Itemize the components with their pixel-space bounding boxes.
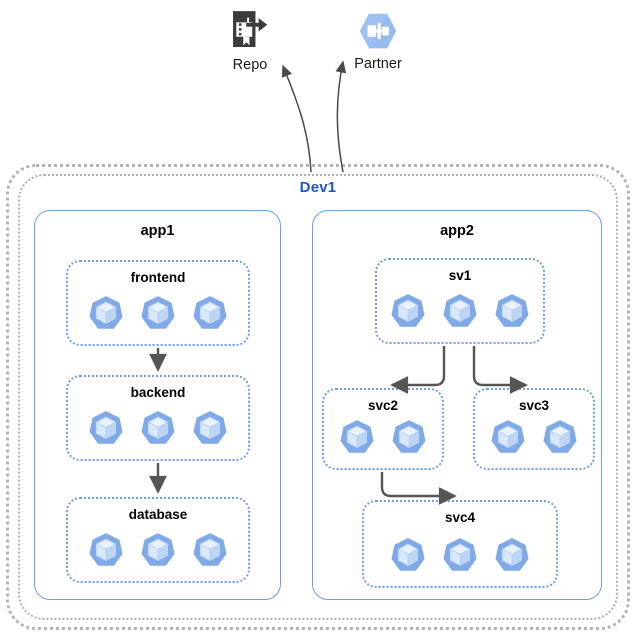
kubernetes-pod-icon: [541, 418, 579, 456]
kubernetes-pod-icon: [87, 531, 125, 569]
kubernetes-pod-icon: [139, 409, 177, 447]
kubernetes-pod-icon: [493, 536, 531, 574]
external-node-repo[interactable]: Repo: [205, 8, 295, 74]
kubernetes-pod-icon: [489, 418, 527, 456]
pod-list: [324, 418, 442, 456]
kubernetes-pod-icon: [441, 536, 479, 574]
pod-list: [364, 536, 556, 574]
service-group-label: svc2: [367, 398, 399, 413]
cluster-boundary-inner: [18, 174, 618, 620]
kubernetes-pod-icon: [493, 292, 531, 330]
pod-list: [68, 531, 248, 569]
service-group-svc3[interactable]: svc3: [473, 388, 595, 470]
kubernetes-pod-icon: [87, 294, 125, 332]
cluster-boundary-outer: [6, 164, 630, 630]
external-node-label: Partner: [354, 56, 402, 72]
pod-list: [68, 409, 248, 447]
kubernetes-pod-icon: [139, 294, 177, 332]
service-group-label: database: [128, 507, 188, 522]
external-node-label: Repo: [232, 57, 268, 73]
kubernetes-pod-icon: [390, 418, 428, 456]
kubernetes-pod-icon: [441, 292, 479, 330]
kubernetes-pod-icon: [338, 418, 376, 456]
kubernetes-pod-icon: [191, 294, 229, 332]
cluster-title: Dev1: [299, 179, 337, 196]
service-group-label: sv1: [448, 268, 472, 283]
kubernetes-pod-icon: [191, 409, 229, 447]
service-group-svc2[interactable]: svc2: [322, 388, 444, 470]
kubernetes-pod-icon: [87, 409, 125, 447]
pod-list: [377, 292, 543, 330]
app-box-app2[interactable]: app2: [312, 210, 602, 600]
service-group-label: backend: [130, 385, 186, 400]
service-group-label: frontend: [130, 270, 186, 285]
service-group-label: svc4: [444, 510, 476, 525]
app-box-app1[interactable]: app1: [34, 210, 281, 600]
partner-hexagon-icon: [355, 8, 401, 54]
kubernetes-pod-icon: [389, 292, 427, 330]
service-group-label: svc3: [518, 398, 550, 413]
service-group-frontend[interactable]: frontend: [66, 260, 250, 346]
kubernetes-pod-icon: [191, 531, 229, 569]
pod-list: [68, 294, 248, 332]
repo-export-icon: [227, 8, 273, 54]
service-group-database[interactable]: database: [66, 497, 250, 583]
kubernetes-pod-icon: [389, 536, 427, 574]
pod-list: [475, 418, 593, 456]
app-title: app1: [140, 223, 175, 239]
service-group-backend[interactable]: backend: [66, 375, 250, 461]
service-group-svc4[interactable]: svc4: [362, 500, 558, 588]
app-title: app2: [440, 223, 474, 239]
external-node-partner[interactable]: Partner: [333, 8, 423, 73]
arrow-cluster-to-repo: [281, 64, 312, 173]
service-group-sv1[interactable]: sv1: [375, 258, 545, 344]
arrow-cluster-to-partner: [335, 60, 347, 173]
kubernetes-pod-icon: [139, 531, 177, 569]
